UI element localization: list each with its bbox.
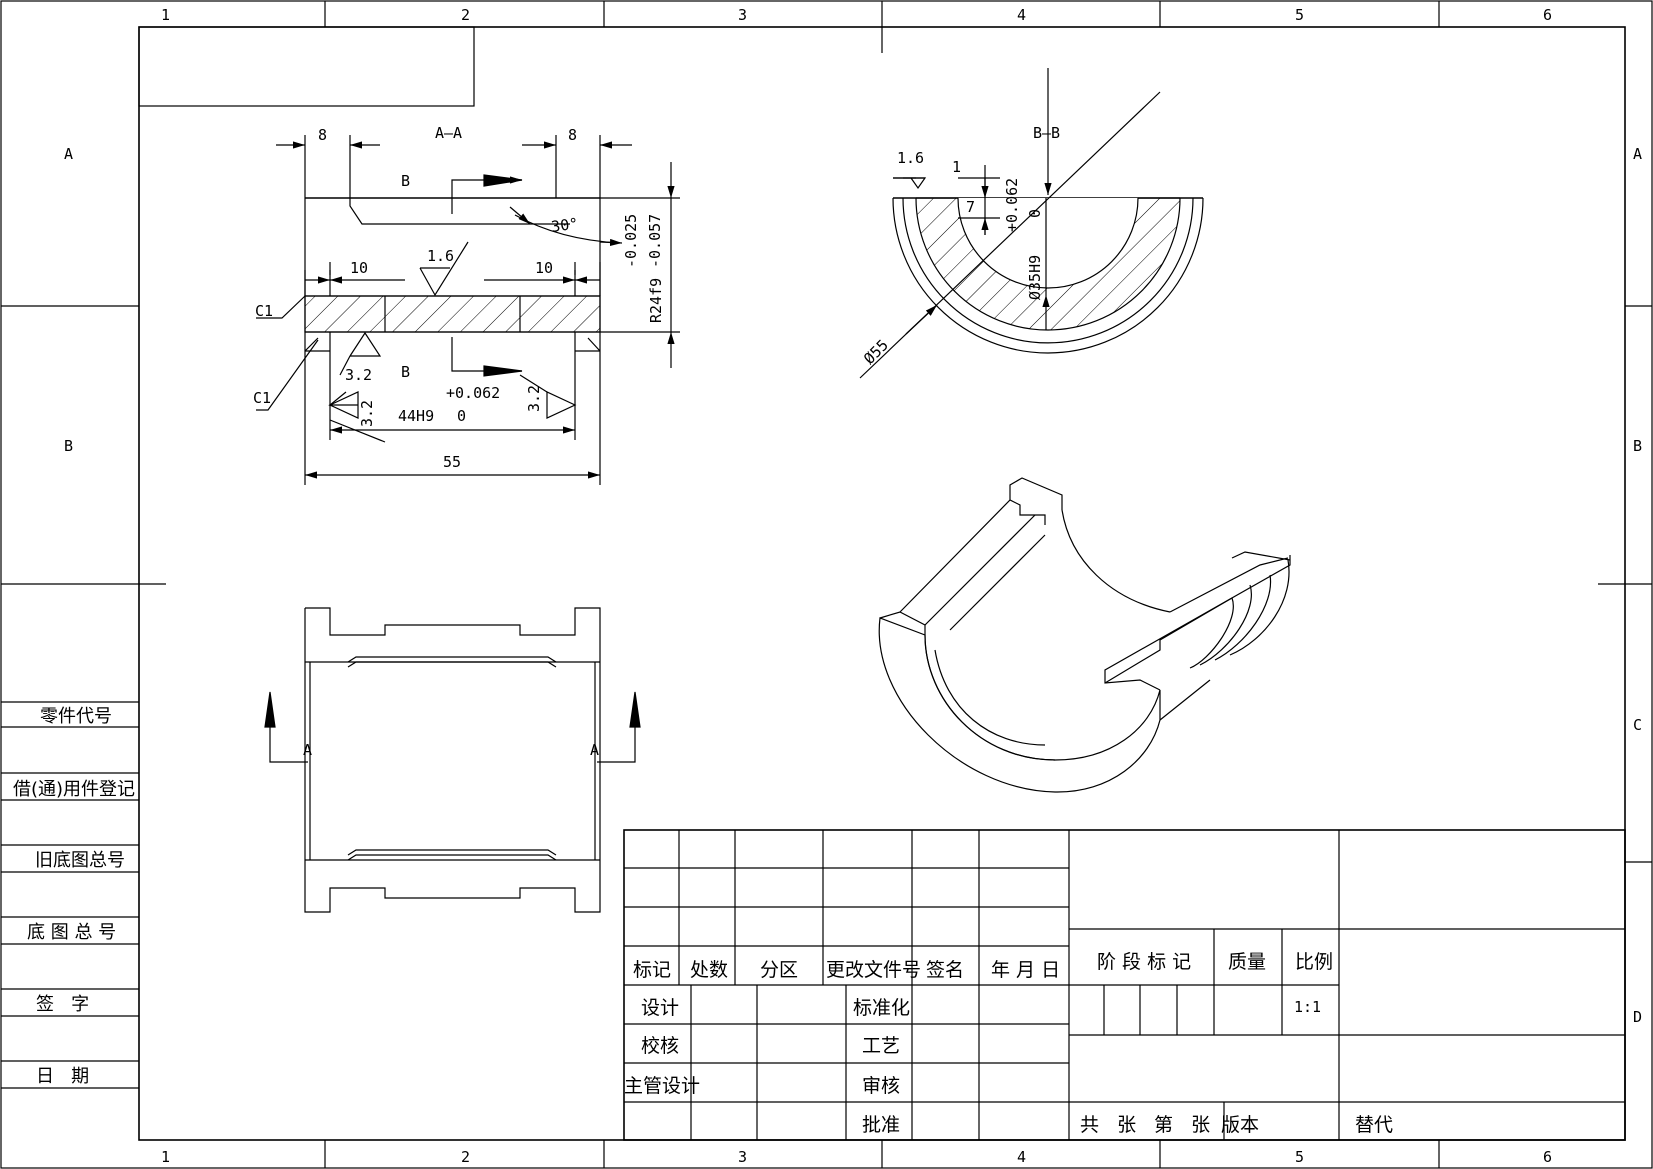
replaces-label: 替代 [1355, 1114, 1393, 1136]
isometric-view [878, 477, 1291, 793]
zone-col-1-top: 1 [161, 6, 170, 24]
side-record-borrowed: 借(通)用件登记 [13, 779, 135, 800]
dim-55-overall: 55 [443, 453, 461, 471]
zone-col-6-bottom: 6 [1543, 1148, 1552, 1166]
bb-outer-55: Ø55 [860, 336, 892, 368]
scale-value: 1:1 [1294, 998, 1321, 1016]
title-block-labels: 标记 处数 分区 更改文件号 签名 年 月 日 设计 校核 主管设计 标准化 工… [624, 951, 1393, 1136]
section-bb-labels: B—B 1.6 1 7 +0.062 0 Ø35H9 Ø55 [860, 124, 1060, 368]
angle-30: 30° [550, 214, 579, 236]
zone-col-3-bottom: 3 [738, 1148, 747, 1166]
cut-a-right: A [590, 741, 599, 759]
mass-label: 质量 [1228, 951, 1266, 973]
rev-header-count: 处数 [690, 959, 728, 981]
zone-col-4-bottom: 4 [1017, 1148, 1026, 1166]
section-aa-title: A—A [435, 124, 462, 142]
zone-col-4-top: 4 [1017, 6, 1026, 24]
side-record-labels: 零件代号 借(通)用件登记 旧底图总号 底 图 总 号 签 字 日 期 [13, 706, 135, 1087]
zone-row-c-right: C [1633, 716, 1642, 734]
zone-col-5-top: 5 [1295, 6, 1304, 24]
bore-44h9: 44H9 [398, 407, 434, 425]
side-record-date: 日 期 [36, 1066, 89, 1087]
bb-tol-lower: 0 [1026, 209, 1044, 218]
roughness-3-2-left: 3.2 [358, 400, 376, 427]
radius-r24f9: R24f9 [647, 278, 665, 323]
signoff-process: 工艺 [862, 1035, 900, 1057]
section-aa-hatch [304, 295, 601, 333]
dim-10-right: 10 [535, 259, 553, 277]
chamfer-c1-bottom: C1 [253, 389, 271, 407]
signoff-design: 设计 [641, 997, 679, 1019]
chamfer-c1-top: C1 [255, 302, 273, 320]
signoff-standard: 标准化 [853, 997, 910, 1019]
scale-label: 比例 [1295, 951, 1333, 973]
roughness-1-6: 1.6 [427, 247, 454, 265]
rev-header-date: 年 月 日 [991, 959, 1060, 981]
dim-8-right: 8 [568, 126, 577, 144]
zone-col-2-top: 2 [461, 6, 470, 24]
signoff-approve: 批准 [862, 1114, 900, 1136]
side-record-table [1, 701, 139, 1089]
dim-10-left: 10 [350, 259, 368, 277]
rev-header-change-doc: 更改文件号 [826, 959, 921, 981]
front-view-labels: A A [303, 741, 599, 759]
bb-dim-1: 1 [952, 158, 961, 176]
front-view [264, 607, 641, 913]
sheet-number: 第 张 [1154, 1114, 1210, 1136]
bb-bore-35h9: Ø35H9 [1026, 255, 1044, 300]
side-record-part-code: 零件代号 [40, 706, 112, 727]
cut-b-top: B [401, 172, 410, 190]
rev-header-mark: 标记 [633, 959, 671, 981]
stage-mark-label: 阶 段 标 记 [1097, 951, 1191, 973]
roughness-3-2-right: 3.2 [525, 385, 543, 412]
title-block [623, 829, 1626, 1141]
zone-row-b-right: B [1633, 437, 1642, 455]
section-aa-view [256, 135, 680, 485]
zone-row-a-right: A [1633, 145, 1642, 163]
dim-8-left: 8 [318, 126, 327, 144]
zone-col-6-top: 6 [1543, 6, 1552, 24]
signoff-review: 审核 [862, 1075, 900, 1097]
signoff-chief: 主管设计 [624, 1075, 700, 1097]
zone-row-a-left: A [64, 145, 73, 163]
zone-row-b-left: B [64, 437, 73, 455]
side-record-signature: 签 字 [36, 994, 89, 1015]
section-aa-labels: A—A 8 8 B B 30° 10 10 1.6 3.2 3.2 3.2 C1… [253, 124, 665, 471]
section-bb-title: B—B [1033, 124, 1060, 142]
zone-col-1-bottom: 1 [161, 1148, 170, 1166]
cut-a-left: A [303, 741, 312, 759]
bb-dim-7: 7 [966, 198, 975, 216]
radius-tol-lower: -0.057 [646, 214, 664, 268]
sheet-total: 共 张 [1080, 1114, 1136, 1136]
rev-header-sign: 签名 [926, 959, 964, 981]
side-record-old-base: 旧底图总号 [35, 850, 125, 871]
signoff-check: 校核 [641, 1035, 679, 1057]
side-record-base-no: 底 图 总 号 [27, 922, 116, 943]
bore-tol-upper: +0.062 [446, 384, 500, 402]
cut-b-bottom: B [401, 363, 410, 381]
section-bb-view [859, 68, 1204, 379]
zone-col-2-bottom: 2 [461, 1148, 470, 1166]
radius-tol-upper: -0.025 [622, 214, 640, 268]
bore-tol-lower: 0 [457, 407, 466, 425]
zone-labels: 1 2 3 4 5 6 1 2 3 4 5 6 A B A B C D [64, 6, 1642, 1166]
bb-tol-upper: +0.062 [1003, 178, 1021, 232]
roughness-3-2-bottom: 3.2 [345, 366, 372, 384]
version-label: 版本 [1221, 1114, 1259, 1136]
rev-header-zone: 分区 [760, 959, 798, 981]
bb-roughness-1-6: 1.6 [897, 149, 924, 167]
zone-col-5-bottom: 5 [1295, 1148, 1304, 1166]
zone-col-3-top: 3 [738, 6, 747, 24]
zone-row-d-right: D [1633, 1008, 1642, 1026]
